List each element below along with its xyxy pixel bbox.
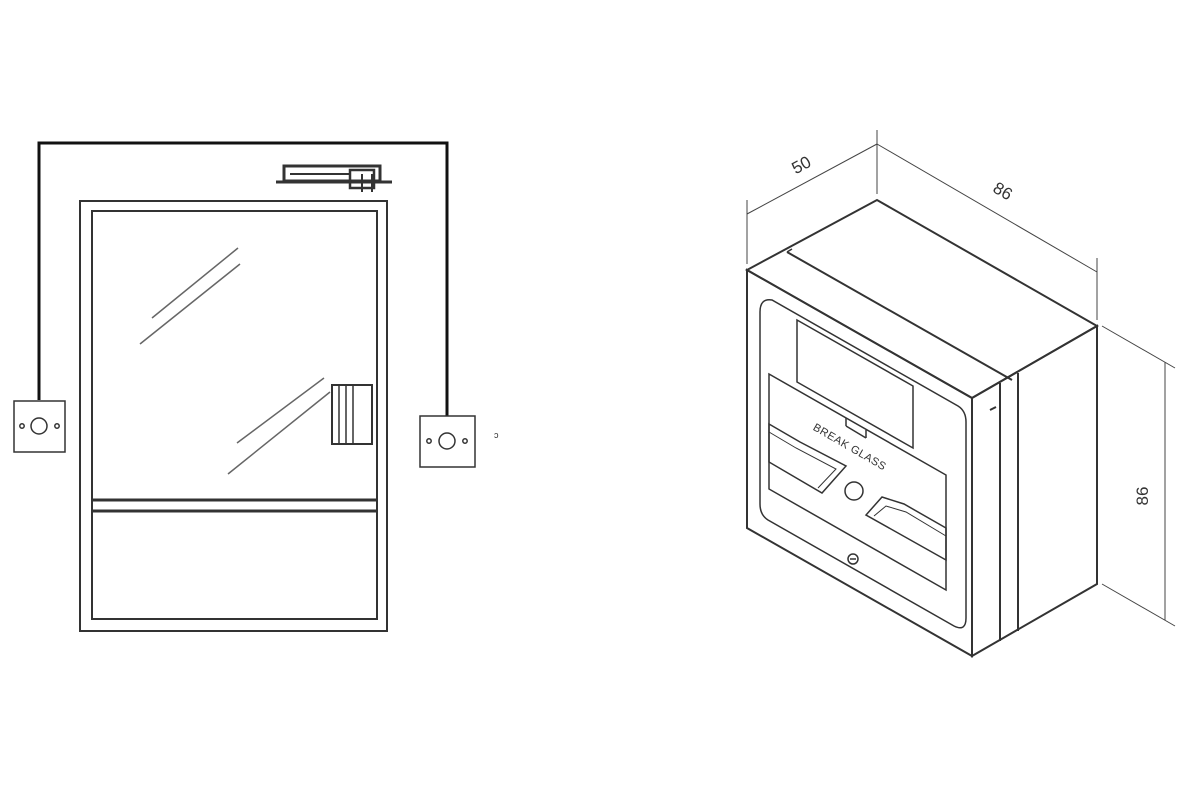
- wiring-cable: [37, 141, 449, 416]
- left-exit-switch: [13, 400, 66, 453]
- door-wiring-diagram: [13, 141, 476, 632]
- break-glass-label: BREAK GLASS: [811, 422, 888, 474]
- dimension-lines: [746, 130, 1176, 627]
- glass-door: [79, 200, 388, 632]
- center-button: [844, 481, 864, 501]
- magnetic-lock: [276, 164, 392, 192]
- unit-housing: [744, 198, 1100, 658]
- height-dimension-label: 86: [1133, 487, 1152, 506]
- glass-reflection: [139, 247, 331, 475]
- right-exit-switch: [419, 415, 476, 468]
- break-glass-unit: [744, 130, 1176, 658]
- width-dimension-label: 86: [990, 178, 1016, 204]
- stray-mark: ɔ: [494, 430, 499, 440]
- door-handle: [331, 384, 373, 445]
- front-panel: [759, 299, 967, 629]
- depth-dimension-label: 50: [789, 152, 815, 178]
- key-hole: [847, 553, 859, 565]
